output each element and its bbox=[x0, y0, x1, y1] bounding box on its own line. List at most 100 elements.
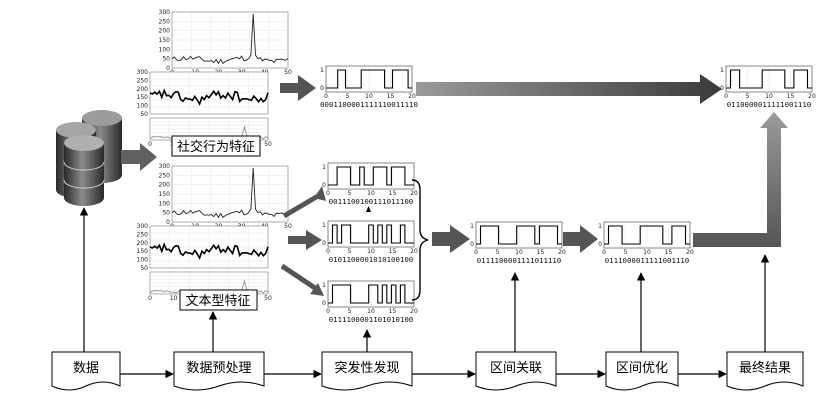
y-tick-label: 100 bbox=[137, 103, 149, 110]
x-tick-label: 0 bbox=[602, 249, 606, 256]
y-tick-label: 50 bbox=[162, 210, 170, 217]
x-tick-label: 5 bbox=[746, 93, 750, 100]
y-tick-label: 100 bbox=[159, 46, 171, 53]
y-tick-label: 300 bbox=[159, 163, 171, 170]
x-tick-label: 0 bbox=[474, 249, 478, 256]
binary-code-label: 0111000011111001110 bbox=[605, 256, 690, 265]
y-tick-label: 300 bbox=[137, 223, 149, 230]
x-tick-label: 50 bbox=[264, 295, 272, 302]
x-tick-label: 20 bbox=[686, 249, 694, 256]
stage-interval_opt: 区间优化 bbox=[605, 351, 679, 391]
x-tick-label: 15 bbox=[389, 190, 397, 197]
x-tick-label: 5 bbox=[624, 249, 628, 256]
y-tick-label: 1 bbox=[470, 223, 474, 230]
x-tick-label: 20 bbox=[558, 249, 566, 256]
text-feature-label: 文本型特征 bbox=[185, 294, 250, 309]
binary-code-label: 0101100001010100100 bbox=[329, 255, 414, 264]
social-feature-label: 社交行为特征 bbox=[177, 139, 255, 155]
binary-code-label: 0111100001111011110 bbox=[477, 256, 562, 265]
x-tick-label: 10 bbox=[515, 249, 523, 256]
y-tick-label: 300 bbox=[159, 9, 171, 16]
y-tick-label: 250 bbox=[159, 172, 171, 179]
stage-data: 数据 bbox=[51, 351, 121, 391]
x-tick-label: 20 bbox=[808, 93, 816, 100]
arrow-brace-to-assoc bbox=[432, 225, 470, 253]
y-tick-label: 0 bbox=[320, 85, 324, 92]
arrow-opt-to-final bbox=[693, 112, 788, 247]
y-tick-label: 1 bbox=[322, 164, 326, 171]
stage-burst: 突发性发现 bbox=[321, 351, 413, 391]
x-tick-label: 0 bbox=[326, 190, 330, 197]
stage-label: 最终结果 bbox=[739, 360, 791, 376]
series-panel-top: 30025020015010050001020304050 bbox=[159, 163, 292, 230]
series-panel-bottom: 01020304050 bbox=[148, 271, 272, 302]
x-tick-label: 20 bbox=[410, 308, 418, 315]
x-tick-label: 0 bbox=[326, 308, 330, 315]
merge-brace bbox=[411, 179, 429, 301]
x-tick-label: 15 bbox=[389, 248, 397, 255]
x-tick-label: 10 bbox=[365, 93, 373, 100]
x-tick-label: 15 bbox=[387, 93, 395, 100]
x-tick-label: 0 bbox=[326, 248, 330, 255]
stage-label: 区间优化 bbox=[616, 361, 668, 376]
stage-label: 数据预处理 bbox=[186, 361, 251, 376]
x-tick-label: 20 bbox=[410, 190, 418, 197]
pointer-triangle-icon bbox=[366, 206, 371, 212]
pipeline-stages: 数据 数据预处理 突发性发现 区间关联 区间优化 最终结果 bbox=[51, 351, 804, 391]
arrow-text-to-a bbox=[314, 186, 326, 201]
x-tick-label: 15 bbox=[787, 93, 795, 100]
x-tick-label: 5 bbox=[348, 308, 352, 315]
stage-interval_assoc: 区间关联 bbox=[475, 351, 557, 391]
x-tick-label: 5 bbox=[496, 249, 500, 256]
y-tick-label: 300 bbox=[137, 69, 149, 76]
y-tick-label: 50 bbox=[140, 111, 148, 118]
x-tick-label: 10 bbox=[765, 93, 773, 100]
arrow-text-to-b bbox=[288, 230, 322, 250]
x-tick-label: 15 bbox=[537, 249, 545, 256]
y-tick-label: 200 bbox=[159, 182, 171, 189]
y-tick-label: 150 bbox=[159, 191, 171, 198]
x-tick-label: 5 bbox=[346, 93, 350, 100]
x-tick-label: 15 bbox=[665, 249, 673, 256]
y-tick-label: 250 bbox=[159, 18, 171, 25]
y-tick-label: 1 bbox=[720, 67, 724, 74]
database-cylinder-icon bbox=[56, 110, 122, 206]
y-tick-label: 1 bbox=[322, 282, 326, 289]
x-tick-label: 50 bbox=[264, 141, 272, 148]
y-tick-label: 50 bbox=[140, 265, 148, 272]
x-tick-label: 50 bbox=[284, 223, 292, 230]
arrow-db-to-panels bbox=[121, 143, 157, 171]
stage-label: 区间关联 bbox=[490, 361, 542, 376]
binary-code-label: 0011100100111011100 bbox=[329, 197, 414, 206]
x-tick-label: 15 bbox=[389, 308, 397, 315]
social-feature-label-box: 社交行为特征 bbox=[171, 135, 261, 157]
binary-code-label: 0111100001101010100 bbox=[329, 315, 414, 324]
y-tick-label: 100 bbox=[137, 257, 149, 264]
binary-code-label: 0001100001111110011110 bbox=[320, 100, 418, 109]
x-tick-label: 20 bbox=[408, 93, 416, 100]
y-tick-label: 0 bbox=[166, 65, 170, 72]
y-tick-label: 0 bbox=[470, 241, 474, 248]
arrow-text-to-c bbox=[310, 283, 324, 296]
flow-arrows bbox=[121, 74, 788, 296]
x-tick-label: 0 bbox=[148, 141, 152, 148]
x-tick-label: 0 bbox=[148, 295, 152, 302]
x-tick-label: 10 bbox=[643, 249, 651, 256]
social-feature-series-panels: 3002502001501005000102030405030025020015… bbox=[137, 9, 292, 148]
arrow-social-to-binary bbox=[280, 75, 316, 101]
x-tick-label: 5 bbox=[348, 190, 352, 197]
x-tick-label: 50 bbox=[284, 69, 292, 76]
stage-label: 数据 bbox=[73, 361, 99, 376]
x-tick-label: 0 bbox=[324, 93, 328, 100]
y-tick-label: 200 bbox=[159, 28, 171, 35]
x-tick-label: 10 bbox=[367, 248, 375, 255]
text-feature-series-panels: 3002502001501005000102030405030025020015… bbox=[137, 163, 292, 302]
y-tick-label: 150 bbox=[137, 248, 149, 255]
